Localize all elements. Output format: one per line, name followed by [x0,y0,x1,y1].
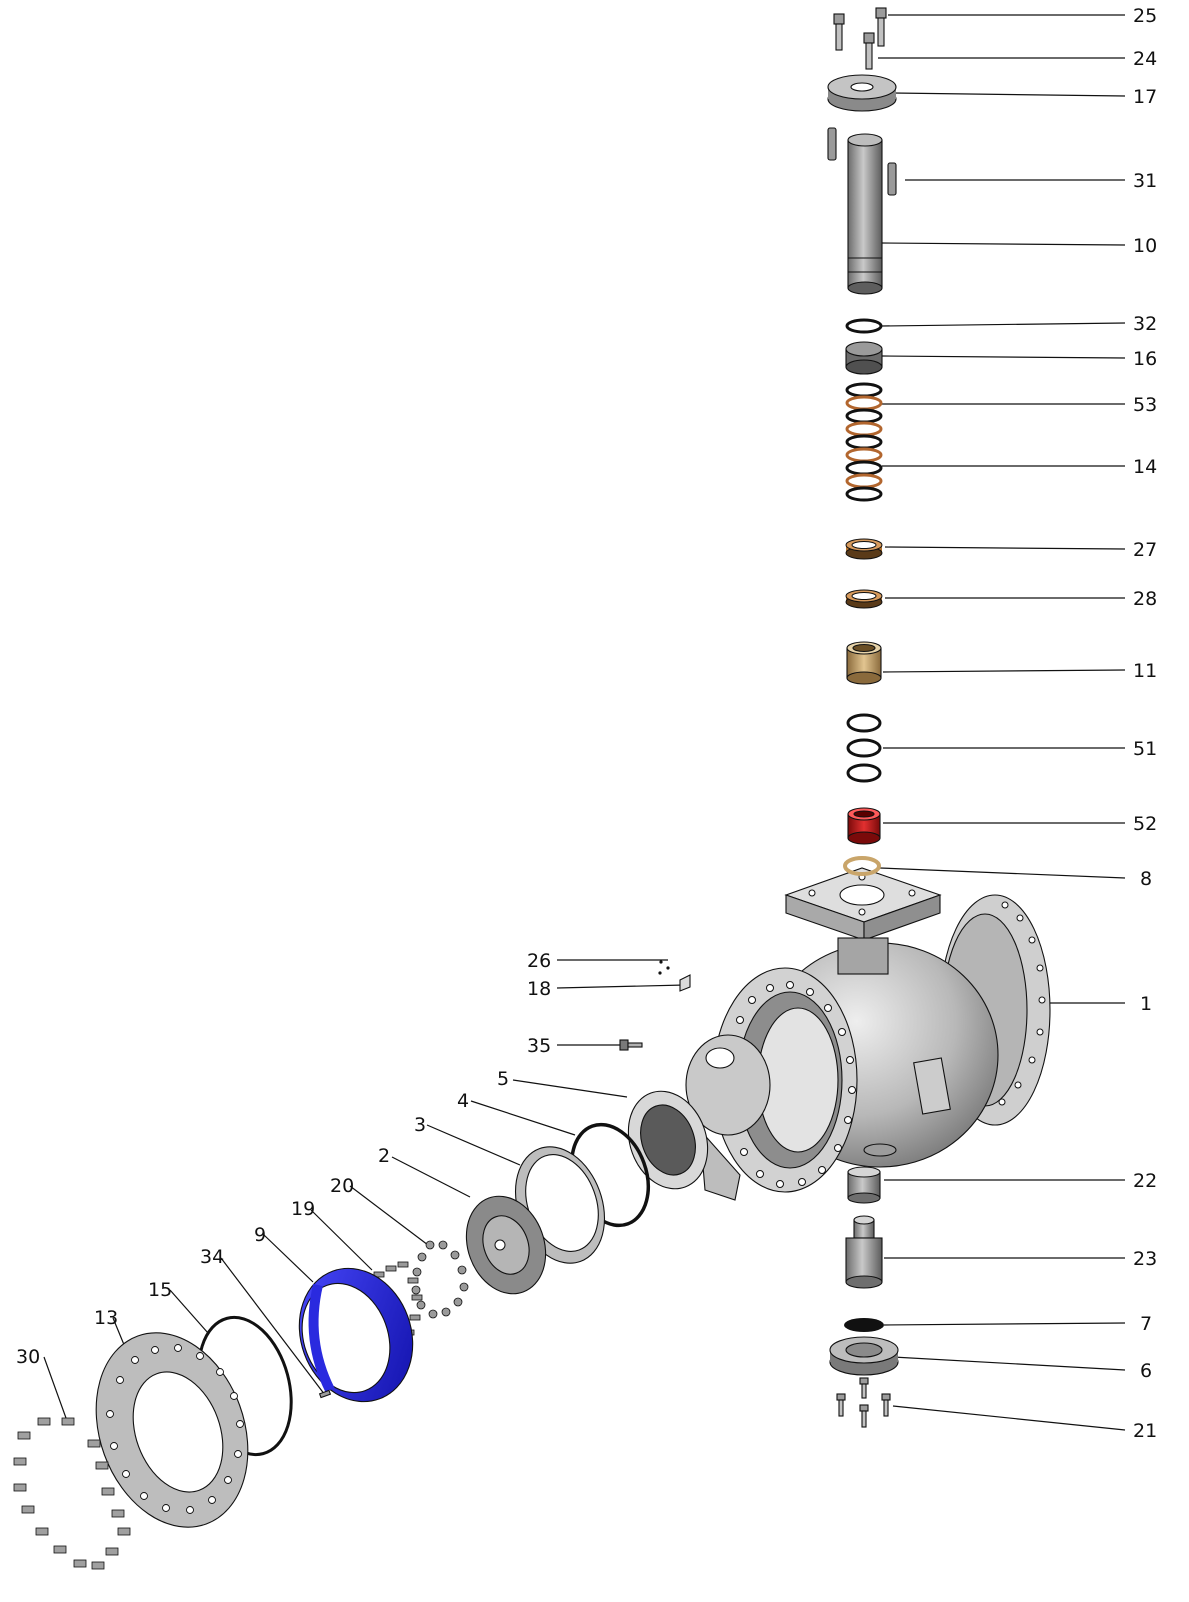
callout-23: 23 [1133,1248,1157,1270]
springs-20 [411,1240,469,1319]
ring-27 [845,538,883,560]
callout-19: 19 [291,1198,315,1220]
o-rings-51 [846,713,882,783]
key-31 [827,127,897,196]
callout-18: 18 [527,978,551,1000]
callout-11: 11 [1133,660,1157,682]
pins-26 [658,960,670,975]
trunnion-23 [845,1215,883,1289]
callout-4: 4 [457,1090,469,1112]
callout-7: 7 [1140,1313,1152,1335]
callout-24: 24 [1133,48,1157,70]
ring-28 [845,589,883,609]
callout-5: 5 [497,1068,509,1090]
callout-51: 51 [1133,738,1157,760]
cover-6 [829,1336,899,1376]
callout-10: 10 [1133,235,1157,257]
callout-17: 17 [1133,86,1157,108]
callout-30: 30 [16,1346,40,1368]
bolt-25 [833,7,887,51]
callout-1: 1 [1140,993,1152,1015]
bushing-16 [845,341,883,375]
callout-32: 32 [1133,313,1157,335]
leader-lines [43,14,1126,1431]
gland-plate-17 [827,74,897,112]
callout-15: 15 [148,1279,172,1301]
packing-rings-53-14 [845,382,883,502]
callout-35: 35 [527,1035,551,1057]
callout-numbers: 25 24 17 31 10 32 16 53 14 27 28 11 51 5… [16,5,1157,1442]
seat-9 [298,1267,414,1403]
callout-3: 3 [414,1114,426,1136]
callout-28: 28 [1133,588,1157,610]
stem-10 [847,133,883,295]
valve-body-1 [712,867,1051,1193]
plate-18 [679,974,691,992]
callout-14: 14 [1133,456,1157,478]
screw-35 [619,1039,643,1051]
callout-22: 22 [1133,1170,1157,1192]
callout-53: 53 [1133,394,1157,416]
callout-31: 31 [1133,170,1157,192]
adapter-5 [627,1034,771,1201]
flange-13 [95,1332,249,1528]
callout-16: 16 [1133,348,1157,370]
gasket-7 [844,1318,884,1332]
pin-34 [318,1389,332,1399]
bolt-24 [863,32,875,70]
callout-25: 25 [1133,5,1157,27]
o-ring-32 [845,318,883,334]
washer-8 [843,856,881,876]
bushing-22 [847,1166,881,1204]
callout-26: 26 [527,950,551,972]
callout-52: 52 [1133,813,1157,835]
bolts-30 [13,1417,131,1570]
callout-34: 34 [200,1246,224,1268]
callout-13: 13 [94,1307,118,1329]
callout-9: 9 [254,1224,266,1246]
callout-20: 20 [330,1175,354,1197]
seal-52 [847,807,881,845]
callout-27: 27 [1133,539,1157,561]
callout-2: 2 [378,1145,390,1167]
bearing-11 [846,641,882,685]
retainer-2 [465,1195,547,1295]
callout-21: 21 [1133,1420,1157,1442]
callout-8: 8 [1140,868,1152,890]
bolts-21 [836,1377,891,1428]
callout-6: 6 [1140,1360,1152,1382]
